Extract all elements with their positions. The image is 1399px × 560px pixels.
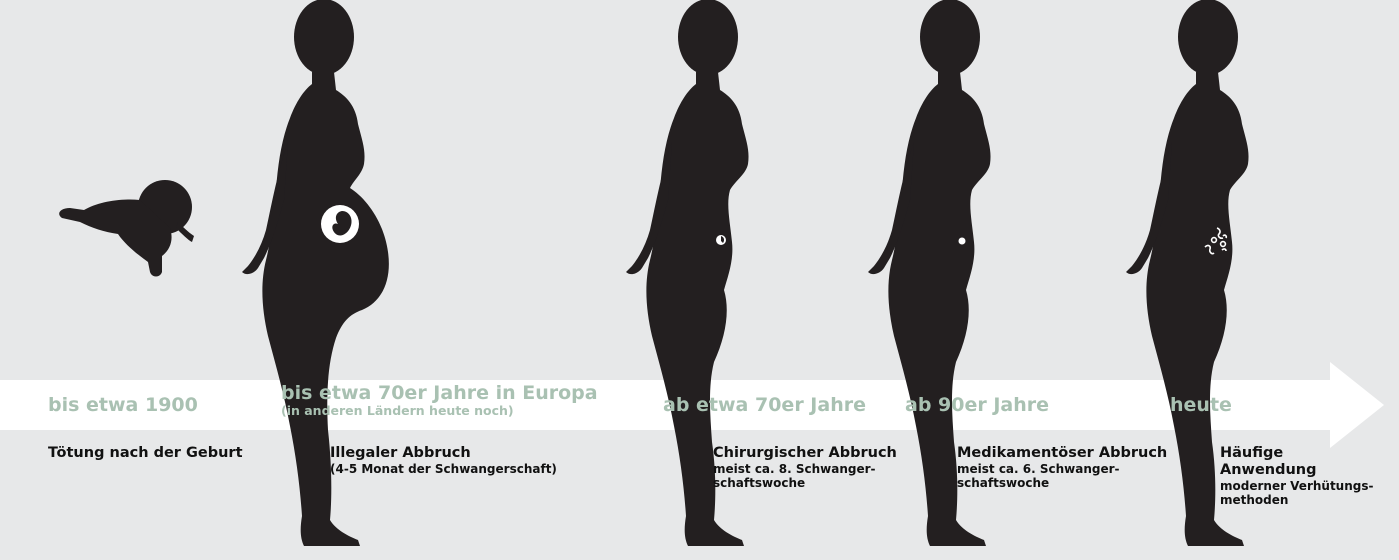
era-label-70s-europe: bis etwa 70er Jahre in Europa (in andere… [281,382,598,418]
method-illegal: Illegaler Abbruch (4-5 Monat der Schwang… [330,445,557,476]
era-note: (in anderen Ländern heute noch) [281,404,598,418]
method-medical: Medikamentöser Abbruch meist ca. 6. Schw… [957,445,1167,490]
method-surgical: Chirurgischer Abbruch meist ca. 8. Schwa… [713,445,897,490]
era-label-1900: bis etwa 1900 [48,394,198,416]
early-embryo-icon [959,238,966,245]
fetus-icon [321,205,359,243]
method-infanticide: Tötung nach der Geburt [48,445,243,462]
era-label-70s: ab etwa 70er Jahre [663,394,866,416]
method-contraception: Häufige Anwendung moderner Verhütungs- m… [1220,445,1373,507]
era-label-today: heute [1170,394,1232,416]
era-label-90s: ab 90er Jahre [905,394,1049,416]
embryo-icon [716,235,726,245]
baby-silhouette [59,180,194,277]
